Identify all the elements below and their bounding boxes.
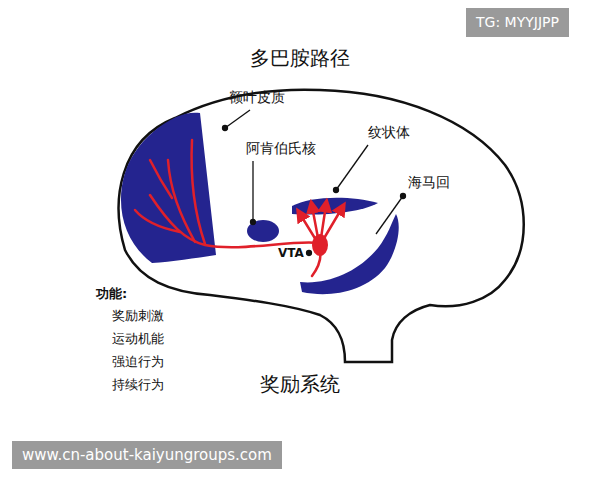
watermark-box: TG: MYYJJPP bbox=[466, 8, 569, 37]
box-content: www.cn-about-kaiyungroups.com bbox=[22, 446, 272, 464]
region-label: 额叶皮质 bbox=[229, 89, 285, 106]
region-label: 海马回 bbox=[408, 174, 450, 191]
region-label: VTA bbox=[278, 246, 304, 260]
brain-outline bbox=[119, 90, 524, 362]
function-item: 强迫行为 bbox=[112, 354, 164, 370]
frontal-cortex bbox=[121, 113, 216, 263]
function-item: 奖励刺激 bbox=[112, 308, 164, 324]
box-content: TG: MYYJJPP bbox=[476, 14, 559, 31]
nucleus-accumbens bbox=[247, 220, 279, 242]
striatum bbox=[292, 198, 378, 215]
watermark-text: www.cn-about-kaiyungroups.com bbox=[22, 446, 272, 464]
list-heading: 功能: bbox=[96, 286, 127, 302]
function-item: 持续行为 bbox=[112, 377, 164, 393]
vta-region bbox=[312, 234, 328, 256]
watermark-box: www.cn-about-kaiyungroups.com bbox=[12, 441, 282, 469]
watermark-text: TG: MYYJJPP bbox=[476, 14, 559, 31]
region-label: 纹状体 bbox=[368, 124, 410, 141]
function-item: 运动机能 bbox=[112, 331, 164, 347]
diagram-title: 多巴胺路径 bbox=[250, 46, 350, 70]
dopamine-pathway bbox=[135, 140, 342, 276]
diagram-caption: 奖励系统 bbox=[260, 372, 340, 396]
panel bbox=[58, 40, 548, 440]
region-label: 阿肯伯氏核 bbox=[246, 140, 316, 157]
